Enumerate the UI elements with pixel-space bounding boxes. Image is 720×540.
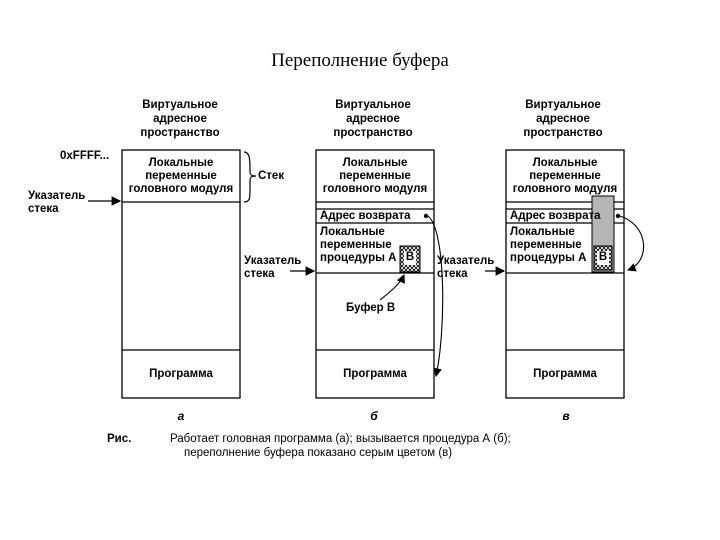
panel-letter-c: в <box>562 409 570 423</box>
return-address-c: Адрес возврата <box>510 210 601 222</box>
return-arrow-b <box>427 215 444 378</box>
buffer-letter-c: B <box>598 251 608 263</box>
column-header-a: Виртуальное адресное пространство <box>140 99 220 139</box>
column-header-c: Виртуальное адресное пространство <box>523 99 603 139</box>
return-arrow-c <box>619 215 645 272</box>
proc-locals-c: Локальные переменные процедуры А <box>510 226 587 264</box>
program-c: Программа <box>533 368 597 380</box>
return-address-dot <box>423 213 429 219</box>
caption-prefix: Рис. <box>107 433 132 445</box>
panel-b <box>290 149 444 399</box>
program-b: Программа <box>343 368 407 380</box>
caption-line-1: Работает головная программа (а); вызывае… <box>170 433 511 445</box>
panel-letter-b: б <box>370 409 378 423</box>
stack-pointer-label-c: Указатель стека <box>437 255 495 280</box>
panel-c <box>485 149 645 399</box>
panel-letter-a: а <box>177 409 185 423</box>
column-header-b: Виртуальное адресное пространство <box>333 99 413 139</box>
stack-pointer-label-a: Указатель стека <box>28 190 86 215</box>
proc-locals-b: Локальные переменные процедуры А <box>320 226 397 264</box>
stack-label: Стек <box>258 170 285 182</box>
top-address-label: 0xFFFF... <box>60 150 110 162</box>
caption-line-2: переполнение буфера показано серым цвето… <box>184 447 453 459</box>
main-locals-a: Локальные переменные головного модуля <box>128 157 234 195</box>
main-locals-c: Локальные переменные головного модуля <box>512 157 618 195</box>
program-a: Программа <box>149 368 213 380</box>
buffer-pointer-arrow <box>379 273 405 301</box>
main-locals-b: Локальные переменные головного модуля <box>322 157 428 195</box>
buffer-letter-b: B <box>405 251 415 263</box>
stack-pointer-label-b: Указатель стека <box>244 255 302 280</box>
return-address-b: Адрес возврата <box>320 210 411 222</box>
buffer-label: Буфер B <box>346 302 396 314</box>
panel-a <box>88 149 257 399</box>
stack-brace <box>243 151 257 203</box>
page-title: Переполнение буфера <box>271 50 449 71</box>
